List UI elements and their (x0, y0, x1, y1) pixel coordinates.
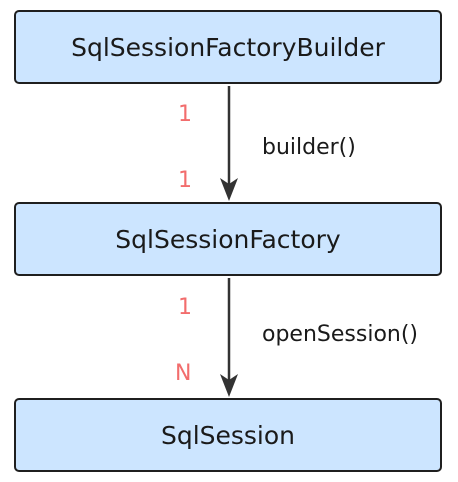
cardinality-builder-source: 1 (178, 102, 192, 127)
cardinality-builder-target: 1 (178, 168, 192, 193)
arrowhead-session (220, 374, 238, 397)
node-label: SqlSession (160, 420, 296, 450)
node-label: SqlSessionFactoryBuilder (71, 32, 385, 62)
edge-label-builder: builder() (262, 135, 356, 160)
arrowhead-factory (220, 178, 238, 201)
cardinality-session-target: N (175, 361, 192, 386)
node-label: SqlSessionFactory (115, 224, 341, 254)
node-sqlsession: SqlSession (14, 398, 442, 472)
cardinality-factory-source: 1 (178, 295, 192, 320)
node-sqlsessionfactorybuilder: SqlSessionFactoryBuilder (14, 10, 442, 84)
edge-label-opensession: openSession() (262, 322, 419, 347)
node-sqlsessionfactory: SqlSessionFactory (14, 202, 442, 276)
